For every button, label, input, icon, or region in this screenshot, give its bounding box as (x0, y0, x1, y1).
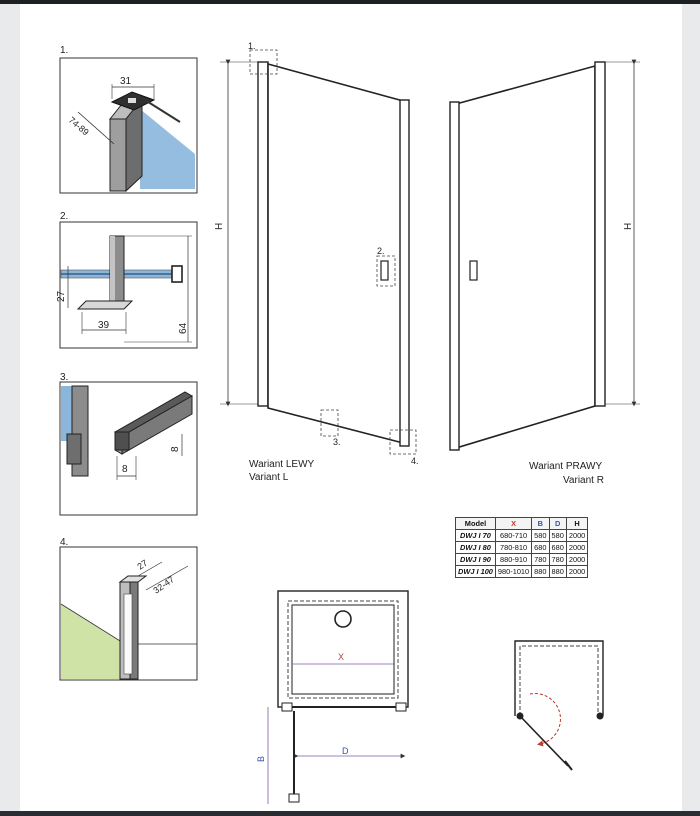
table-cell: 2000 (565, 553, 589, 566)
door-right-variant: H (449, 59, 640, 451)
table-row: DWJ I 80 780-810 680 680 2000 (455, 541, 589, 554)
table-cell: 680 (548, 541, 567, 554)
variant-right-line1: Wariant PRAWY (529, 461, 603, 472)
detail-1: 1. 31 74-89 (59, 45, 198, 194)
background-right (680, 0, 700, 811)
model-dimensions-table: Model X B D H DWJ I 70 680-710 580 580 2… (455, 517, 589, 578)
callout-4: 4. (411, 456, 419, 466)
table-cell: DWJ I 90 (455, 553, 496, 566)
table-cell: 2000 (565, 529, 589, 542)
table-cell: 980-1010 (494, 565, 533, 578)
technical-drawing: 1. 31 74-89 2. 27 (56, 41, 640, 804)
plan-view-large: X D B (256, 590, 409, 804)
door-left-variant: H 1. 2. 3. 4. (214, 41, 419, 466)
variant-left-line2: Variant L (249, 472, 289, 483)
door-left-dim-h: H (214, 223, 225, 230)
table-cell: 780 (531, 553, 550, 566)
table-cell: 2000 (565, 541, 589, 554)
table-cell: 680-710 (494, 529, 533, 542)
detail-4: 4. 27 32-47 (59, 537, 198, 681)
table-cell: 680 (531, 541, 550, 554)
detail-2-dim-27: 27 (56, 290, 67, 302)
table-cell: 880 (548, 565, 567, 578)
plan-view-small (514, 640, 604, 771)
detail-4-number: 4. (60, 537, 68, 548)
table-cell: 880-910 (494, 553, 533, 566)
detail-2-dim-39: 39 (98, 320, 110, 331)
table-row: DWJ I 90 880-910 780 780 2000 (455, 553, 589, 566)
table-cell: DWJ I 80 (455, 541, 496, 554)
detail-4-dim-27: 27 (135, 558, 149, 572)
detail-3: 3. 8 8 (59, 372, 198, 516)
drawing-sheet: 1. 31 74-89 2. 27 (20, 4, 682, 811)
plan-dim-d: D (342, 746, 349, 756)
table-cell: 780 (548, 553, 567, 566)
callout-2: 2. (377, 246, 385, 256)
table-row: DWJ I 70 680-710 580 580 2000 (455, 529, 589, 542)
table-header-b: B (531, 517, 550, 530)
detail-1-number: 1. (60, 45, 68, 56)
door-right-dim-h: H (623, 223, 634, 230)
table-header-model: Model (455, 517, 496, 530)
table-cell: 780-810 (494, 541, 533, 554)
plan-dim-x: X (338, 652, 344, 662)
detail-3-dim-8a: 8 (170, 446, 181, 452)
table-cell: 880 (531, 565, 550, 578)
table-header-d: D (548, 517, 567, 530)
background-top (0, 0, 700, 4)
detail-2: 2. 27 39 64 (56, 211, 198, 349)
detail-1-dim-31: 31 (120, 76, 132, 87)
variant-left-line1: Wariant LEWY (249, 459, 315, 470)
detail-3-number: 3. (60, 372, 68, 383)
plan-dim-b: B (256, 756, 266, 762)
table-cell: 580 (531, 529, 550, 542)
detail-3-dim-8b: 8 (122, 464, 128, 475)
table-cell: DWJ I 100 (455, 565, 496, 578)
detail-2-dim-64: 64 (178, 322, 189, 334)
table-header-row: Model X B D H (455, 517, 589, 530)
callout-3: 3. (333, 437, 341, 447)
detail-2-number: 2. (60, 211, 68, 222)
table-cell: 580 (548, 529, 567, 542)
callout-1: 1. (248, 41, 256, 51)
variant-right-line2: Variant R (563, 475, 604, 486)
table-header-x: X (494, 517, 533, 530)
table-row: DWJ I 100 980-1010 880 880 2000 (455, 565, 589, 578)
table-cell: DWJ I 70 (455, 529, 496, 542)
table-cell: 2000 (565, 565, 589, 578)
table-header-h: H (565, 517, 589, 530)
